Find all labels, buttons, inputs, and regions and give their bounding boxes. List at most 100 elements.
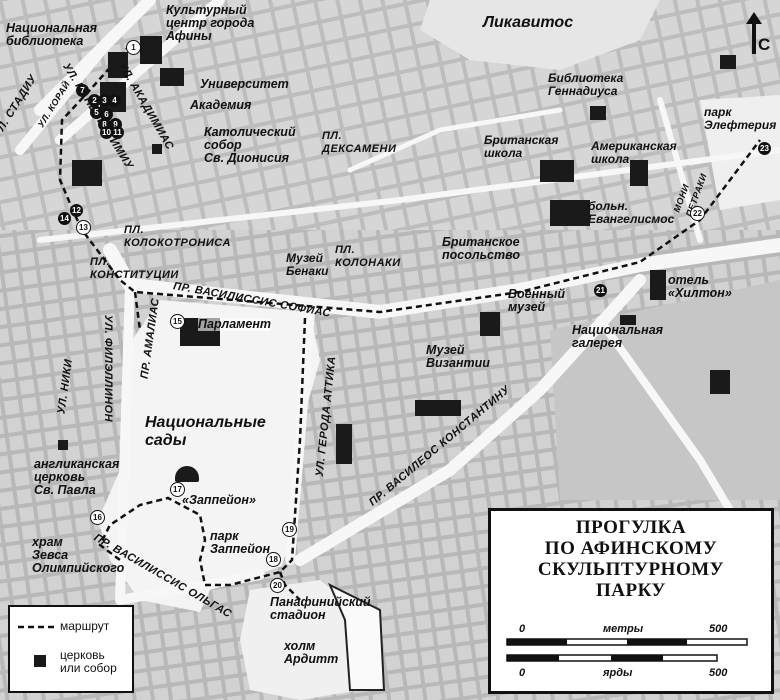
building-academy — [160, 68, 184, 86]
stop-14: 14 — [58, 212, 71, 225]
label-national-gallery: Национальная галерея — [572, 323, 664, 350]
church-icon-anglican — [58, 440, 68, 450]
legend-church-icon — [34, 655, 46, 667]
street-filellinon: УЛ. ФИЛЭЛЛИНОН — [102, 314, 115, 423]
national-gardens-area — [98, 300, 320, 612]
stop-4: 4 — [108, 94, 121, 107]
stop-1: 1 — [126, 40, 141, 55]
scale-bar-yards — [506, 654, 718, 662]
legend-route-symbol — [18, 625, 56, 629]
building-war-museum — [480, 312, 500, 336]
scale-bar-meters — [506, 638, 748, 646]
label-hilton: отель «Хилтон» — [668, 273, 732, 300]
stop-7: 7 — [76, 84, 89, 97]
building-cultural-center — [140, 36, 162, 64]
stop-23: 23 — [758, 142, 771, 155]
lykavittos-hill — [420, 0, 660, 70]
legend-route-label: маршрут — [60, 619, 110, 633]
building-gallery — [620, 315, 636, 325]
building-east-block-2 — [720, 55, 736, 69]
stop-21: 21 — [594, 284, 607, 297]
stop-2: 2 — [88, 94, 101, 107]
ardittos-hill-area — [240, 580, 370, 700]
north-arrow-icon — [746, 12, 762, 54]
north-arrow: С — [742, 10, 772, 60]
label-dexameni: ПЛ. ДЕКСАМЕНИ — [322, 130, 397, 155]
label-war-museum: Военный музей — [508, 287, 566, 314]
title-line-2: ПО АФИНСКОМУ — [544, 538, 718, 559]
route-path-stadium — [278, 571, 301, 601]
label-catholic-cathedral: Католический собор Св. Дионисия — [204, 125, 296, 165]
route-path-south — [98, 317, 307, 587]
label-benaki: Музей Бенаки — [286, 251, 329, 278]
label-eleftheria: парк Элефтерия — [704, 105, 777, 132]
panathenaic-stadium-shape — [328, 582, 386, 691]
stop-16: 16 — [90, 510, 105, 525]
stop-6: 6 — [100, 108, 113, 121]
stop-19: 19 — [282, 522, 297, 537]
legend-church-label: церковь или собор — [60, 648, 117, 675]
title-line-4: ПАРКУ — [596, 580, 666, 601]
stop-3: 3 — [98, 94, 111, 107]
title-line-3: СКУЛЬПТУРНОМУ — [537, 559, 725, 580]
building-byzantine — [415, 400, 461, 416]
scale-meters-start: 0 — [519, 623, 526, 635]
label-national-gardens: Национальные сады — [145, 414, 266, 449]
title-line-1: ПРОГУЛКА — [575, 517, 687, 538]
label-british-embassy: Британское посольство — [442, 235, 520, 262]
scale-meters-end: 500 — [709, 623, 728, 635]
title-box: ПРОГУЛКА ПО АФИНСКОМУ СКУЛЬПТУРНОМУ ПАРК… — [488, 508, 774, 694]
building-evangelismos — [550, 200, 590, 226]
label-kolokotronis: ПЛ. КОЛОКОТРОНИСА — [124, 224, 231, 249]
stop-22: 22 — [690, 206, 705, 221]
label-national-library: Национальная библиотека — [6, 21, 98, 48]
building-american-school — [630, 160, 648, 186]
building-hilton — [650, 270, 666, 300]
label-cultural-center: Культурный центр города Афины — [166, 3, 255, 43]
building-stadiou — [72, 160, 102, 186]
stop-18: 18 — [266, 552, 281, 567]
building-zappeion — [175, 466, 199, 482]
stop-15: 15 — [170, 314, 185, 329]
stop-17: 17 — [170, 482, 185, 497]
stop-5: 5 — [90, 106, 103, 119]
stop-12: 12 — [70, 204, 83, 217]
stop-20: 20 — [270, 578, 285, 593]
map-title: ПРОГУЛКА ПО АФИНСКОМУ СКУЛЬПТУРНОМУ ПАРК… — [491, 517, 771, 601]
label-evangelismos: больн. Евангелисмос — [588, 199, 675, 226]
church-icon-catholic — [152, 144, 162, 154]
label-british-school: Британская школа — [484, 133, 559, 160]
label-konstitutsii: ПЛ. КОНСТИТУЦИИ — [90, 256, 179, 281]
building-herodou — [336, 424, 352, 464]
legend: маршрут церковь или собор — [8, 605, 134, 693]
stop-10: 10 — [100, 126, 113, 139]
label-byzantine: Музей Византии — [426, 343, 490, 370]
compass-label: С — [758, 35, 771, 54]
label-gennadius: Библиотека Геннадиуса — [548, 71, 624, 98]
label-olympian-zeus: храм Зевса Олимпийского — [32, 535, 125, 575]
label-american-school: Американская школа — [591, 139, 677, 166]
label-panathenaic: Панафинийский стадион — [270, 595, 371, 622]
scale-meters-label: метры — [603, 623, 644, 635]
stop-11: 11 — [111, 126, 124, 139]
scale-yards-end: 500 — [709, 667, 728, 679]
label-parliament: Парламент — [198, 317, 272, 331]
building-gennadius — [590, 106, 606, 120]
scale-yards-label: ярды — [603, 667, 633, 679]
building-national-library — [108, 52, 128, 78]
label-anglican: англиканская церковь Св. Павла — [34, 457, 120, 497]
label-zappeion: «Заппейон» — [182, 493, 256, 507]
label-lykavittos: Ликавитос — [483, 14, 574, 31]
label-university: Университет — [200, 77, 289, 91]
stop-13: 13 — [76, 220, 91, 235]
label-kolonaki: ПЛ. КОЛОНАКИ — [335, 244, 401, 269]
scale-yards-start: 0 — [519, 667, 526, 679]
route-path-north — [58, 44, 761, 331]
building-british-school — [540, 160, 574, 182]
building-east-block — [710, 370, 730, 394]
label-academy: Академия — [190, 98, 252, 112]
label-ardittos: холм Ардитт — [284, 639, 339, 666]
label-zappeion-park: парк Заппейон — [210, 529, 271, 556]
